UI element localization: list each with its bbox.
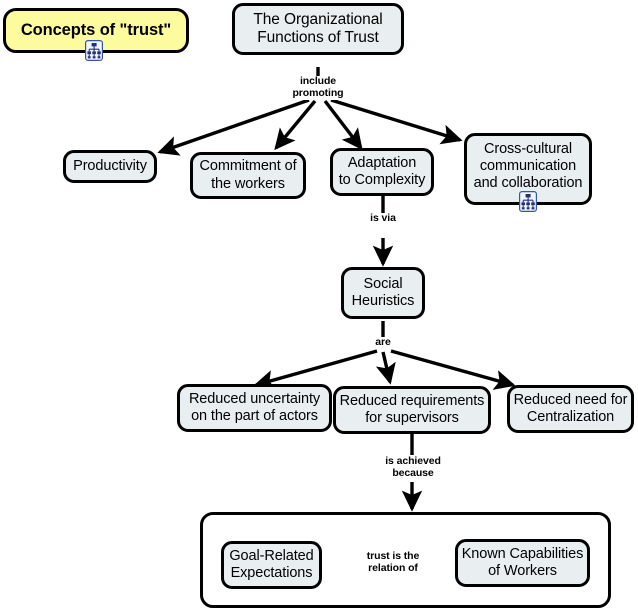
edge-label-line2: because — [392, 466, 434, 479]
node-label-line1: Adaptation — [347, 154, 417, 171]
node-label-line1: The Organizational — [253, 10, 383, 28]
edge-label-include-promoting: include promoting — [283, 75, 353, 100]
node-commitment[interactable]: Commitment of the workers — [190, 152, 306, 199]
node-label-line2: on the part of actors — [191, 408, 318, 424]
edge-to-adaptation — [323, 99, 363, 151]
edge-label-line1: is via — [370, 212, 396, 224]
node-label-line2: Centralization — [526, 409, 615, 425]
node-label-line1: Social — [363, 275, 403, 292]
concept-map-icon[interactable] — [85, 40, 103, 61]
node-label-line2: for supervisors — [365, 410, 459, 426]
node-reduced-centralization[interactable]: Reduced need for Centralization — [507, 385, 634, 433]
node-reduced-requirements[interactable]: Reduced requirements for supervisors — [333, 386, 491, 434]
edge-to-cross-cultural — [330, 98, 463, 145]
node-label-line1: Goal-Related — [229, 547, 314, 564]
node-label-line2: the workers — [211, 175, 285, 192]
edge-label-line1: trust is the — [366, 550, 420, 562]
node-known-capabilities[interactable]: Known Capabilities of Workers — [455, 539, 590, 587]
edge-label-are: are — [369, 336, 397, 349]
edge-to-commitment — [274, 99, 317, 151]
edge-to-reduced-centralization — [390, 349, 516, 390]
edge-to-productivity — [157, 98, 310, 156]
edge-label-line2: relation of — [368, 561, 418, 574]
edge-label-line2: promoting — [292, 86, 344, 99]
node-label: Concepts of "trust" — [20, 20, 172, 39]
node-label-line1: Reduced need for — [513, 391, 628, 408]
node-label-line2: Functions of Trust — [257, 29, 379, 46]
node-label-line2: Heuristics — [351, 293, 415, 309]
node-label-line2: to Complexity — [338, 172, 426, 188]
node-reduced-uncertainty[interactable]: Reduced uncertainty on the part of actor… — [177, 384, 332, 432]
node-label-line1: Cross-cultural — [483, 141, 573, 157]
node-label-line3: and collaboration — [473, 175, 583, 192]
node-label-line1: Known Capabilities — [461, 545, 584, 562]
node-label: Productivity — [73, 157, 147, 174]
edge-label-line1: is achieved — [385, 455, 441, 467]
node-label-line1: Commitment of — [199, 158, 297, 175]
node-label-line2: of Workers — [488, 563, 557, 579]
node-label-line1: Reduced uncertainty — [188, 390, 321, 407]
node-social-heuristics[interactable]: Social Heuristics — [341, 267, 425, 319]
edge-label-line1: include — [299, 75, 337, 87]
node-goal-related-expectations[interactable]: Goal-Related Expectations — [221, 541, 322, 589]
node-organizational-functions[interactable]: The Organizational Functions of Trust — [232, 3, 404, 55]
edge-label-trust-relation: trust is the relation of — [350, 550, 436, 575]
node-adaptation[interactable]: Adaptation to Complexity — [330, 148, 434, 196]
edge-label-line1: are — [375, 336, 391, 348]
concept-map-icon[interactable] — [519, 191, 537, 212]
edge-label-is-via: is via — [362, 212, 404, 225]
node-label-line2: Expectations — [230, 565, 313, 581]
node-productivity[interactable]: Productivity — [63, 150, 157, 183]
edge-label-is-achieved-because: is achieved because — [375, 455, 451, 480]
node-cross-cultural[interactable]: Cross-cultural communication and collabo… — [464, 133, 592, 205]
edge-to-reduced-uncertainty — [253, 349, 378, 390]
node-label-line2: communication — [479, 158, 577, 175]
edge-to-reduced-requirements — [375, 351, 396, 385]
node-label-line1: Reduced requirements — [339, 392, 485, 409]
